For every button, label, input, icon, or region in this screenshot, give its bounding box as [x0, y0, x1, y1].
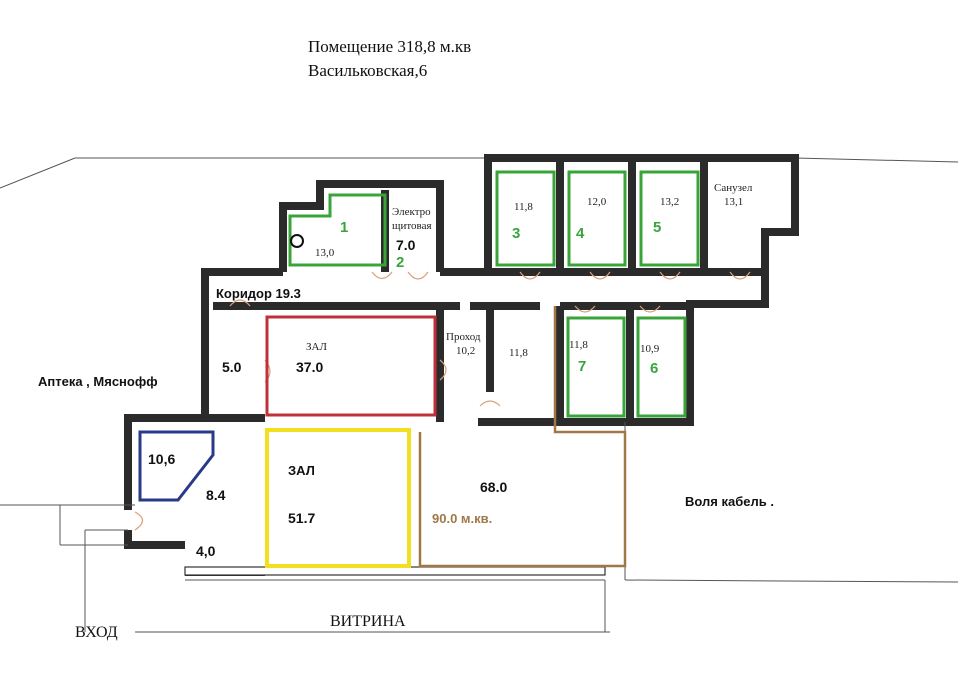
meter-icon	[290, 234, 304, 248]
room-7-number: 7	[578, 358, 586, 375]
hall-red-outline	[265, 315, 437, 417]
room-6-area: 10,9	[640, 343, 660, 355]
room-1-area: 13,0	[315, 247, 335, 259]
front-wall	[184, 422, 626, 632]
plan-title: Помещение 318,8 м.кв	[308, 37, 471, 56]
hall-yellow-outline	[265, 428, 411, 568]
hall-brown-area: 68.0	[480, 479, 507, 495]
vestibule-area: 4,0	[196, 543, 216, 559]
room-5-number: 5	[653, 219, 661, 236]
bottom-labels: ВХОД ВИТРИНА	[75, 613, 406, 641]
sanuzel-label: Санузел	[714, 182, 753, 194]
hall-red-label: ЗАЛ	[306, 341, 327, 353]
passage-label: Проход	[446, 331, 481, 343]
hall-yellow-area: 51.7	[288, 510, 315, 526]
sanuzel-area: 13,1	[724, 196, 743, 208]
electro-area: 7.0	[396, 237, 416, 253]
corridor-label: Коридор 19.3	[216, 286, 301, 301]
entrance-label: ВХОД	[75, 624, 118, 641]
showcase-label: ВИТРИНА	[330, 613, 406, 630]
room-3-outline	[495, 170, 556, 267]
room-1-number: 1	[340, 219, 348, 236]
room-1-outline	[288, 193, 387, 267]
corridor-west-area: 5.0	[222, 359, 242, 375]
electro-number: 2	[396, 254, 404, 271]
hall-brown-outline	[418, 306, 627, 568]
room-3-number: 3	[512, 225, 520, 242]
room-mid-area: 11,8	[509, 347, 528, 359]
room-6-number: 6	[650, 360, 658, 377]
neighbor-east: Воля кабель .	[685, 494, 774, 509]
room-5-outline	[639, 170, 700, 267]
street-lines	[0, 157, 958, 583]
room-4-number: 4	[576, 225, 585, 242]
hall-red-area: 37.0	[296, 359, 323, 375]
entrance-lines	[0, 504, 610, 633]
electro-label-1: Электро	[392, 206, 431, 218]
room-5-area: 13,2	[660, 196, 679, 208]
room-7-area: 11,8	[569, 339, 588, 351]
room-highlights	[138, 170, 700, 568]
passage-area: 10,2	[456, 345, 475, 357]
neighbor-west: Аптека , Мяснофф	[38, 374, 158, 389]
electro-label-2: щитовая	[392, 220, 432, 232]
room-4-outline	[567, 170, 627, 267]
hall-yellow-label: ЗАЛ	[288, 463, 315, 478]
plan-address: Васильковская,6	[308, 61, 427, 80]
hall-brown-total: 90.0 м.кв.	[432, 511, 492, 526]
room-6-outline	[636, 316, 687, 418]
lobby-area: 8.4	[206, 487, 226, 503]
room-4-area: 12,0	[587, 196, 607, 208]
room-labels: 1 13,0 Электро щитовая 7.0 2 11,8 3 12,0…	[148, 182, 753, 559]
room-7-outline	[566, 316, 626, 418]
room-blue-area: 10,6	[148, 451, 175, 467]
room-3-area: 11,8	[514, 201, 533, 213]
neighbor-labels: Аптека , Мяснофф Воля кабель .	[38, 374, 774, 509]
room-blue-outline	[138, 430, 215, 502]
